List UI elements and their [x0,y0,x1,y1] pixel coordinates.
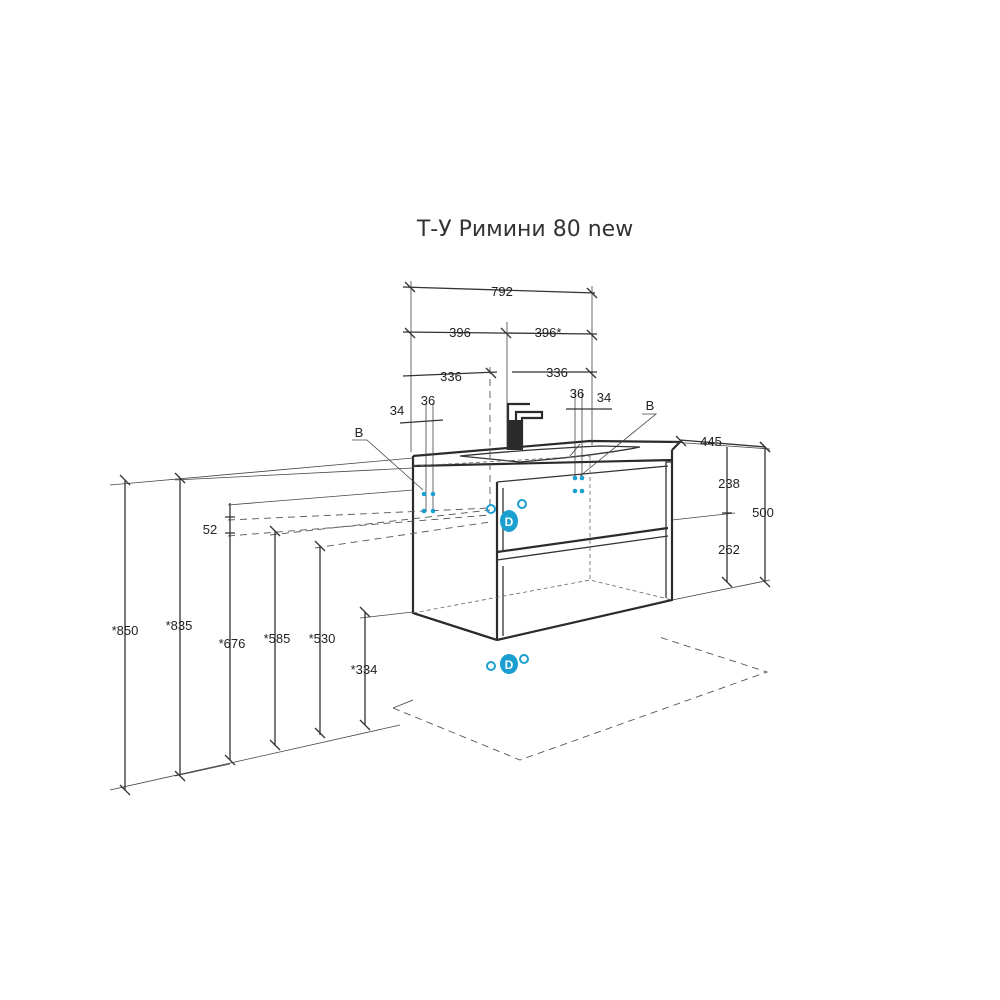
dim-850-label: *850 [112,623,139,638]
dim-396-left-label: 396 [449,325,471,340]
water-inlet-icon [430,491,436,497]
dim-238-label: 238 [718,476,740,491]
water-inlet-icon [421,491,427,497]
dim-34-right-label: 34 [597,390,611,405]
water-inlet-icon [421,508,427,514]
dim-336-left-label: 336 [440,369,462,384]
top-dimension-lines [399,281,612,512]
side-dimension-lines [671,435,771,601]
dim-530-label: *530 [309,631,336,646]
drawing-title: Т-У Римини 80 new [416,217,633,242]
svg-text:D: D [505,658,514,672]
dim-36-right-label: 36 [570,386,584,401]
dim-792-line [402,286,596,294]
faucet-icon [506,402,544,450]
sink-basin [459,445,641,463]
cabinet-body [411,402,683,642]
drain-wall-icon: D [486,499,527,532]
water-inlet-icon [572,475,578,481]
dim-792-label: 792 [491,284,513,299]
cabinet-bottom-front [496,460,674,642]
svg-text:D: D [505,515,514,529]
height-dimension-lines [119,472,371,796]
dim-835-label: *835 [166,618,193,633]
floor-footprint [392,635,769,761]
dim-676-label: *676 [219,636,246,651]
dim-396-right-label: 396* [535,325,562,340]
dim-334-label: *334 [351,662,378,677]
dim-34-left-label: 34 [390,403,404,418]
dim-52-label: 52 [203,522,217,537]
water-inlet-icon [579,488,585,494]
wall-floor-guides [109,457,769,791]
dim-585-label: *585 [264,631,291,646]
connection-markers: D D [352,413,658,674]
drawer-divider [496,526,669,554]
marker-b-left: B [355,425,364,440]
dim-500-label: 500 [752,505,774,520]
dim-445-label: 445 [700,434,722,449]
drain-floor-icon: D [486,654,529,674]
water-inlet-icon [430,508,436,514]
water-inlet-icon [572,488,578,494]
dim-36-left-label: 36 [421,393,435,408]
dim-336-right-label: 336 [546,365,568,380]
dim-262-label: 262 [718,542,740,557]
marker-b-right: B [646,398,655,413]
water-inlet-icon [579,475,585,481]
